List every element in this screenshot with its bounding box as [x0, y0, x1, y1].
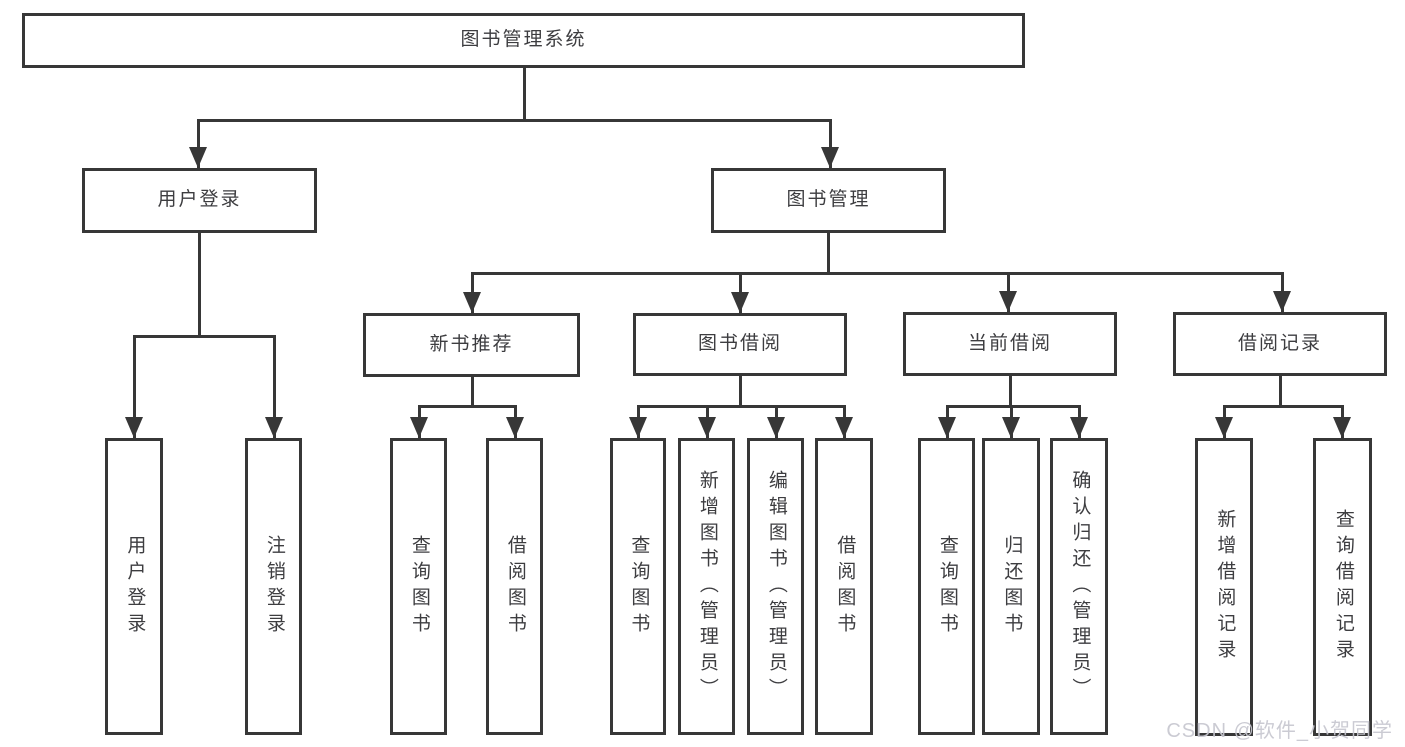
arrowhead-icon [821, 147, 839, 168]
node-leaf-bb-borrow: 借阅图书 [815, 438, 873, 735]
node-leaf-br-add: 新增借阅记录 [1195, 438, 1253, 736]
arrowhead-icon [506, 417, 524, 438]
arrowhead-icon [629, 417, 647, 438]
edge-segment [197, 231, 201, 338]
node-leaf-cb-return: 归还图书 [982, 438, 1040, 735]
watermark: CSDN @软件_小贺同学 [1166, 720, 1393, 742]
edge-segment [636, 404, 846, 408]
arrowhead-icon [1070, 417, 1088, 438]
edge-segment [272, 334, 276, 440]
edge-segment [826, 231, 830, 275]
node-leaf-cb-confirm: 确认归还（管理员） [1050, 438, 1108, 735]
arrowhead-icon [1333, 417, 1351, 438]
edge-segment [522, 66, 526, 122]
edge-segment [1008, 374, 1012, 408]
arrowhead-icon [767, 417, 785, 438]
node-root: 图书管理系统 [22, 13, 1025, 68]
node-new-book-rec: 新书推荐 [363, 313, 580, 377]
node-leaf-logout: 注销登录 [245, 438, 302, 735]
arrowhead-icon [189, 147, 207, 168]
node-current-borrow: 当前借阅 [903, 312, 1117, 376]
arrowhead-icon [463, 292, 481, 313]
node-user-login: 用户登录 [82, 168, 317, 233]
node-borrow-record: 借阅记录 [1173, 312, 1387, 376]
edge-segment [196, 118, 200, 170]
arrowhead-icon [1215, 417, 1233, 438]
edge-segment [470, 271, 1284, 275]
arrowhead-icon [1002, 417, 1020, 438]
node-leaf-br-query: 查询借阅记录 [1313, 438, 1372, 736]
edge-segment [470, 375, 474, 408]
arrowhead-icon [938, 417, 956, 438]
node-leaf-bb-edit: 编辑图书（管理员） [747, 438, 804, 735]
arrowhead-icon [698, 417, 716, 438]
edge-segment [132, 334, 276, 338]
arrowhead-icon [410, 417, 428, 438]
edge-segment [132, 334, 136, 440]
edge-segment [417, 404, 517, 408]
node-book-borrow: 图书借阅 [633, 313, 847, 376]
edge-segment [828, 118, 832, 170]
node-leaf-bb-add: 新增图书（管理员） [678, 438, 735, 735]
arrowhead-icon [731, 292, 749, 313]
arrowhead-icon [1273, 291, 1291, 312]
arrowhead-icon [835, 417, 853, 438]
edge-segment [1222, 404, 1344, 408]
edge-segment [738, 374, 742, 408]
node-leaf-cb-query: 查询图书 [918, 438, 975, 735]
arrowhead-icon [999, 291, 1017, 312]
node-leaf-bb-query: 查询图书 [610, 438, 666, 735]
edge-segment [945, 404, 1081, 408]
node-leaf-rec-query: 查询图书 [390, 438, 447, 735]
arrowhead-icon [265, 417, 283, 438]
edge-segment [1278, 374, 1282, 408]
arrowhead-icon [125, 417, 143, 438]
edge-segment [196, 118, 832, 122]
node-book-mgmt: 图书管理 [711, 168, 946, 233]
node-leaf-rec-borrow: 借阅图书 [486, 438, 543, 735]
node-leaf-user-login: 用户登录 [105, 438, 163, 735]
